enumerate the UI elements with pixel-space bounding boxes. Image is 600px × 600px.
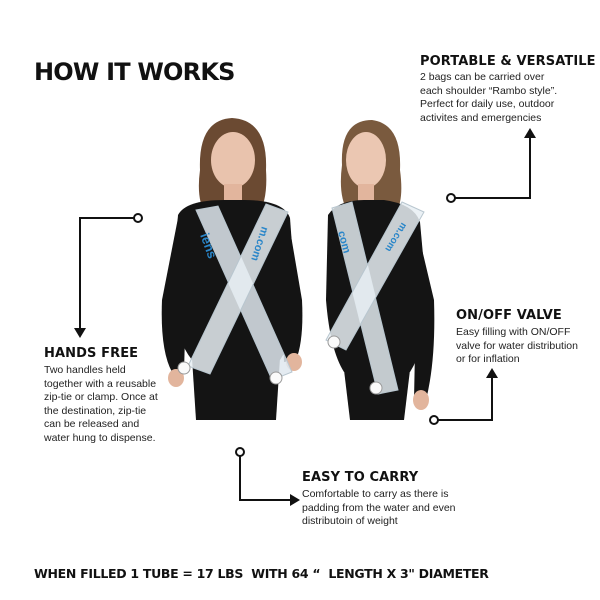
easycarry-line: Comfortable to carry as there is	[302, 488, 449, 500]
portable-arrowhead	[524, 128, 536, 138]
valve-section: ON/OFF VALVE Easy filling with ON/OFF va…	[456, 308, 598, 367]
handsfree-line: zip-tie or clamp. Once at	[44, 391, 158, 403]
specs-footer: WHEN FILLED 1 TUBE = 17 LBS WITH 64 “ LE…	[34, 566, 489, 581]
handsfree-line: the destination, zip-tie	[44, 404, 147, 417]
easycarry-section: EASY TO CARRY Comfortable to carry as th…	[302, 470, 522, 529]
valve-text: Easy filling with ON/OFF valve for water…	[456, 326, 598, 367]
portable-section: PORTABLE & VERSATILE 2 bags can be carri…	[420, 54, 598, 125]
portable-connector	[455, 138, 531, 199]
handsfree-line: Two handles held	[44, 364, 126, 376]
easycarry-text: Comfortable to carry as there is padding…	[302, 488, 522, 529]
easycarry-line: distributoin of weight	[302, 515, 398, 527]
easycarry-line: padding from the water and even	[302, 501, 456, 514]
easycarry-connector	[239, 456, 290, 501]
handsfree-line: together with a reusable	[44, 377, 157, 390]
model-side: com m.com	[325, 120, 435, 420]
handsfree-arrowhead	[74, 328, 86, 338]
handsfree-connector	[79, 217, 134, 328]
valve-connector-dot	[429, 415, 439, 425]
valve-connector	[438, 378, 493, 421]
page-title: HOW IT WORKS	[34, 58, 235, 86]
portable-text: 2 bags can be carried over each shoulder…	[420, 71, 598, 125]
portable-line: each shoulder “Rambo style”.	[420, 84, 558, 97]
svg-text:com: com	[335, 230, 353, 255]
valve-arrowhead	[486, 368, 498, 378]
portable-heading: PORTABLE & VERSATILE	[420, 54, 596, 69]
handsfree-heading: HANDS FREE	[44, 346, 139, 361]
model-front: iens m.com	[161, 118, 303, 420]
easycarry-connector-dot	[235, 447, 245, 457]
valve-line: valve for water distribution	[456, 339, 578, 352]
portable-connector-dot	[446, 193, 456, 203]
handsfree-connector-dot	[133, 213, 143, 223]
portable-line: Perfect for daily use, outdoor	[420, 98, 555, 110]
portable-line: 2 bags can be carried over	[420, 71, 545, 83]
valve-heading: ON/OFF VALVE	[456, 308, 562, 323]
portable-line: activites and emergencies	[420, 111, 542, 124]
handsfree-line: water hung to dispense.	[44, 431, 156, 444]
easycarry-heading: EASY TO CARRY	[302, 470, 419, 485]
valve-line: Easy filling with ON/OFF	[456, 326, 571, 338]
easycarry-arrowhead	[290, 494, 300, 506]
handsfree-section: HANDS FREE Two handles held together wit…	[44, 346, 184, 445]
handsfree-text: Two handles held together with a reusabl…	[44, 364, 184, 445]
valve-line: or for inflation	[456, 353, 520, 365]
handsfree-line: can be released and	[44, 418, 140, 430]
